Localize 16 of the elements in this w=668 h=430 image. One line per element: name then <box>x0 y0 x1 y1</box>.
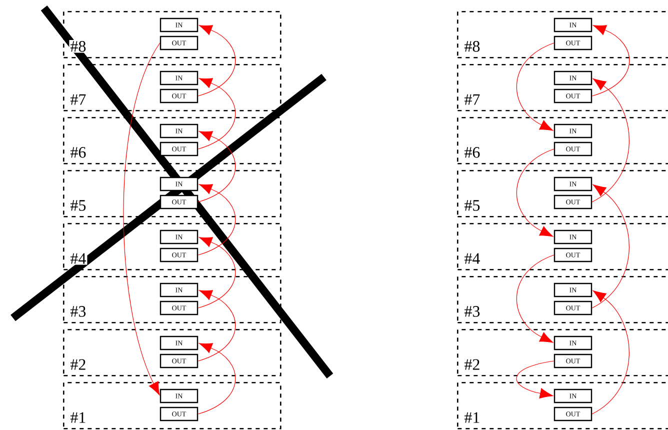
arrow <box>516 360 554 399</box>
arrow <box>516 148 554 237</box>
arrow <box>516 42 554 131</box>
arrow <box>198 25 236 96</box>
arrow <box>198 131 236 202</box>
arrow <box>592 184 630 308</box>
arrow <box>123 42 160 396</box>
arrow <box>592 78 630 202</box>
arrow <box>198 290 236 362</box>
arrow <box>198 78 236 150</box>
arrow <box>592 290 630 414</box>
arrow <box>198 237 236 308</box>
arrow <box>198 184 236 256</box>
arrow <box>198 343 236 414</box>
arrow <box>516 254 554 343</box>
arrow <box>592 25 630 96</box>
